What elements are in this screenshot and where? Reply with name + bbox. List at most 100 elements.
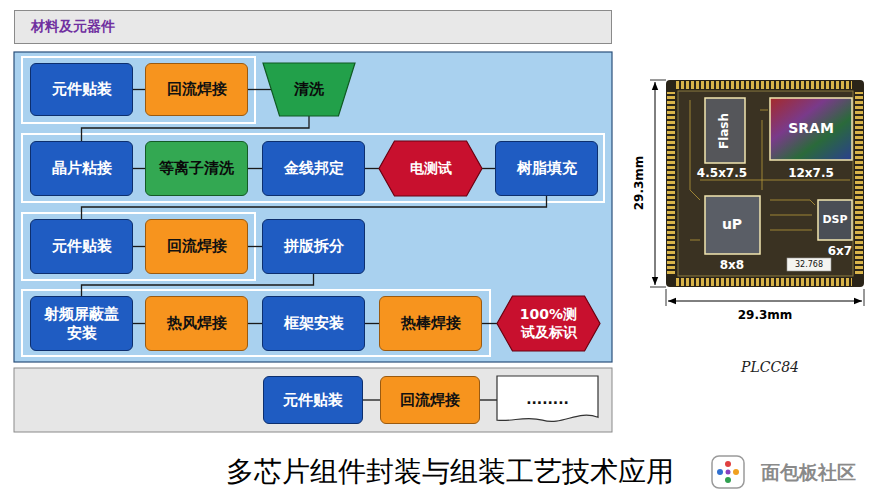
pin-row bbox=[676, 81, 852, 89]
connector bbox=[82, 116, 310, 141]
trace bbox=[690, 100, 700, 200]
logo-dot bbox=[725, 461, 731, 467]
trace bbox=[760, 110, 768, 111]
trace bbox=[770, 215, 812, 216]
process-box: 框架安装 bbox=[262, 296, 365, 351]
trap-shape: 清洗 bbox=[263, 63, 355, 116]
process-box: 热棒焊接 bbox=[379, 296, 482, 351]
node-text: 等离子清洗 bbox=[159, 159, 234, 178]
node-text: 树脂填充 bbox=[517, 159, 577, 178]
logo-frame bbox=[712, 456, 744, 488]
node-text: 元件贴装 bbox=[52, 237, 112, 256]
process-box: 拼版拆分 bbox=[262, 219, 365, 274]
connector bbox=[248, 246, 262, 247]
substrate bbox=[678, 91, 853, 276]
connector bbox=[482, 168, 495, 169]
node-text: 元件贴装 bbox=[52, 80, 112, 99]
chip-size: 8x8 bbox=[720, 259, 744, 272]
flash-chip bbox=[705, 98, 745, 163]
process-box: 树脂填充 bbox=[495, 141, 598, 196]
process-box: 回流焊接 bbox=[145, 219, 248, 274]
node-text: 射频屏蔽盖安装 bbox=[41, 305, 122, 343]
watermark-logo bbox=[712, 456, 744, 488]
connector bbox=[365, 168, 379, 169]
process-panel bbox=[14, 52, 612, 362]
chip-label: uP bbox=[722, 217, 742, 232]
trace bbox=[762, 120, 763, 190]
node-text: ........ bbox=[526, 391, 569, 409]
dsp-chip bbox=[818, 200, 852, 240]
hex-shape: 100%测试及标识 bbox=[497, 296, 600, 351]
dimension-label: 29.3mm bbox=[633, 156, 646, 211]
node-text: 晶片粘接 bbox=[52, 159, 112, 178]
watermark: 面包板社区 bbox=[761, 462, 856, 483]
connector bbox=[248, 168, 262, 169]
connector bbox=[248, 323, 262, 324]
chip-size: 4.5x7.5 bbox=[697, 167, 747, 180]
pin-row bbox=[667, 92, 675, 274]
node-text: 材料及元器件 bbox=[31, 18, 115, 36]
process-box: 射频屏蔽盖安装 bbox=[30, 296, 133, 351]
process-box: 元件贴装 bbox=[30, 63, 133, 116]
process-box: 回流焊接 bbox=[380, 376, 480, 424]
row-frame bbox=[22, 134, 604, 202]
node-text: 回流焊接 bbox=[167, 237, 227, 256]
package-name: PLCC84 bbox=[741, 360, 799, 375]
sram-chip bbox=[770, 98, 852, 160]
hex-shape: 电测试 bbox=[379, 141, 482, 196]
connector bbox=[82, 274, 314, 296]
node-text: 框架安装 bbox=[284, 314, 344, 333]
node-text: 金线邦定 bbox=[284, 159, 344, 178]
node-text: 热棒焊接 bbox=[401, 314, 461, 333]
node-text: 100%测试及标识 bbox=[515, 306, 582, 341]
extension-line bbox=[864, 289, 865, 306]
extension-line bbox=[650, 80, 666, 81]
process-box: 等离子清洗 bbox=[145, 141, 248, 196]
extension-line bbox=[666, 289, 667, 306]
crystal-marking: 32.768 bbox=[795, 261, 823, 270]
up-chip bbox=[705, 196, 760, 254]
hex-shape bbox=[379, 141, 482, 196]
connector bbox=[248, 89, 271, 90]
process-box: 金线邦定 bbox=[262, 141, 365, 196]
node-text: 回流焊接 bbox=[400, 391, 460, 410]
chip-label: DSP bbox=[822, 214, 847, 226]
pin-row bbox=[676, 278, 852, 286]
caption: 多芯片组件封装与组装工艺技术应用 bbox=[226, 453, 674, 491]
package-body bbox=[666, 80, 864, 287]
logo-dot bbox=[733, 469, 739, 475]
connector bbox=[82, 196, 547, 219]
extension-line bbox=[650, 287, 666, 288]
node-text: 清洗 bbox=[294, 80, 324, 99]
connector bbox=[133, 246, 145, 247]
pin-row bbox=[855, 92, 863, 274]
process-box: 元件贴装 bbox=[30, 219, 133, 274]
row-frame bbox=[22, 57, 255, 123]
process-box: 元件贴装 bbox=[263, 376, 363, 424]
row-frame bbox=[22, 213, 255, 280]
process-box: 回流焊接 bbox=[145, 63, 248, 116]
hex-shape bbox=[497, 296, 600, 351]
trace bbox=[770, 200, 815, 205]
chip-label: Flash bbox=[718, 113, 731, 149]
connector bbox=[133, 323, 145, 324]
dimension-line bbox=[655, 82, 656, 285]
doc-shape: ........ bbox=[497, 376, 598, 424]
logo-dot bbox=[726, 470, 731, 475]
row-frame bbox=[22, 290, 490, 356]
dimension-label: 29.3mm bbox=[738, 309, 793, 322]
dimension-line bbox=[668, 301, 862, 302]
connector bbox=[363, 399, 380, 400]
node-text: 拼版拆分 bbox=[284, 237, 344, 256]
node-text: 回流焊接 bbox=[167, 80, 227, 99]
connector bbox=[365, 323, 379, 324]
connector bbox=[133, 89, 145, 90]
chip-size: 6x7 bbox=[828, 245, 852, 258]
material-band: 材料及元器件 bbox=[14, 10, 612, 44]
connector bbox=[133, 168, 145, 169]
connector bbox=[482, 323, 497, 324]
process-box: 晶片粘接 bbox=[30, 141, 133, 196]
document-shape bbox=[497, 376, 598, 421]
